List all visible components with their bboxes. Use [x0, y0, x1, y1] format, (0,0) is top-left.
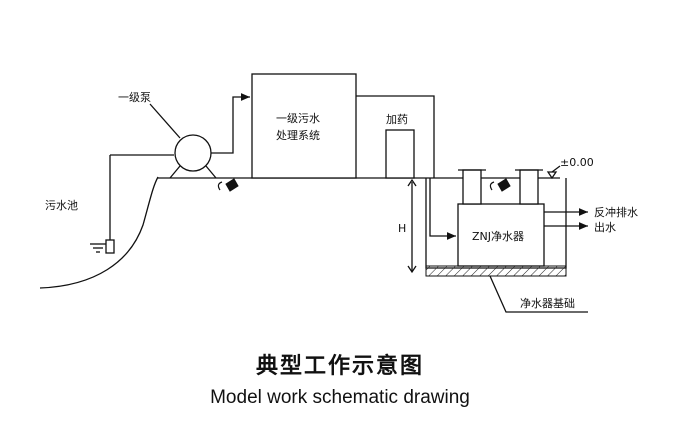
valve-handle-icon-2 [489, 181, 495, 191]
treatment-outflow [356, 95, 435, 178]
treatment-system-box [251, 73, 357, 179]
foot-valve [105, 239, 115, 254]
height-label: H [398, 222, 406, 235]
valve-handle-icon [217, 181, 223, 191]
sewage-pool-label: 污水池 [45, 199, 78, 212]
valve-icon [225, 178, 239, 192]
treatment-label-line1: 一级污水 [276, 112, 320, 125]
foundation-hatch [425, 265, 567, 277]
pump-label: 一级泵 [118, 91, 151, 104]
purifier-label: ZNJ净水器 [472, 229, 524, 243]
treatment-label-line2: 处理系统 [276, 129, 320, 142]
outlet-label: 出水 [594, 220, 616, 234]
caption-title-cn: 典型工作示意图 [255, 354, 424, 379]
valve-icon-2 [497, 178, 511, 192]
height-dim-tick-top [407, 178, 417, 187]
purifier-column-right [519, 169, 539, 205]
foundation-label: 净水器基础 [520, 296, 575, 310]
pool-bank-curve [39, 176, 159, 289]
purifier-column-left [462, 169, 482, 205]
level-marker [546, 171, 558, 180]
pump-circle [174, 134, 212, 172]
pump-leader [149, 103, 181, 139]
discharge-pipe [211, 93, 250, 154]
dosing-label: 加药 [386, 113, 408, 126]
dosing-box [385, 129, 415, 179]
height-dim-tick-bottom [407, 265, 417, 274]
level-marker-line [551, 165, 561, 173]
pump-stand [169, 165, 217, 179]
foundation-leader [489, 275, 588, 313]
level-label: ±0.00 [560, 156, 594, 169]
backwash-label: 反冲排水 [594, 205, 638, 219]
caption-title-en: Model work schematic drawing [210, 387, 470, 408]
feed-pipe [429, 178, 456, 240]
